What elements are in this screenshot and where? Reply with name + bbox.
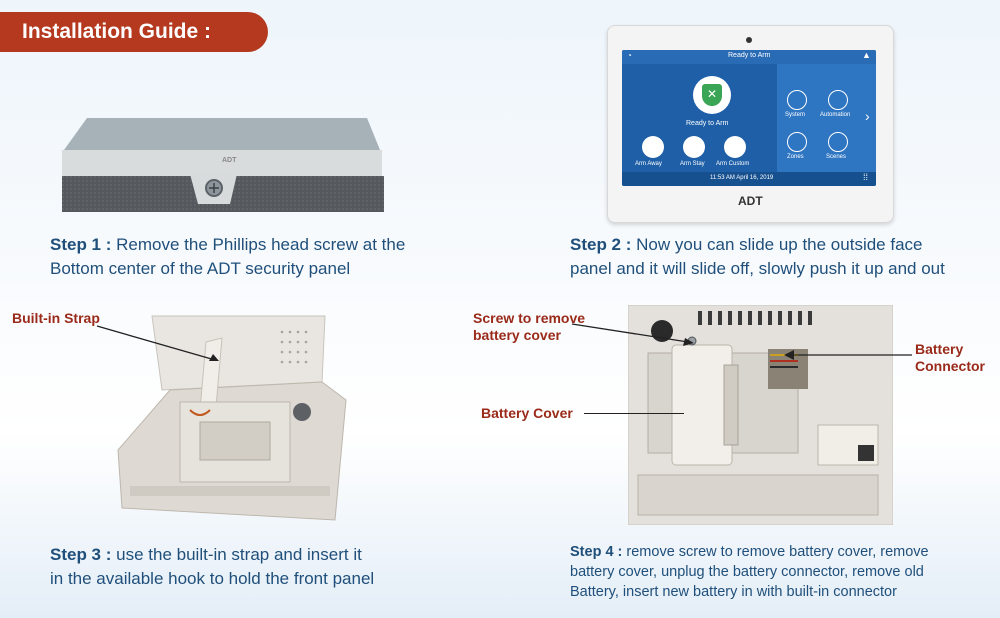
panel-bottom-brand: ADT: [222, 157, 237, 164]
screen-timestamp: 11:53 AM April 16, 2019: [710, 175, 774, 181]
panel-brand-logo: ADT: [738, 194, 763, 208]
step-3-line2: in the available hook to hold the front …: [50, 569, 375, 588]
shield-icon: ✕: [702, 84, 722, 106]
arm-away-button[interactable]: [642, 136, 664, 158]
step-4-line2: battery cover, unplug the battery connec…: [570, 564, 924, 580]
battery-cover-leader: [584, 413, 684, 414]
scenes-tile[interactable]: [828, 132, 848, 152]
scenes-tile-label: Scenes: [826, 154, 847, 160]
adt-panel-photo: ◔ Ready to Arm ▲ ✕ Ready to Arm Arm Away…: [607, 25, 894, 223]
step-3-line1: use the built-in strap and insert it: [116, 545, 362, 564]
step-4-text: Step 4 : remove screw to remove battery …: [570, 542, 995, 602]
automation-tile[interactable]: [828, 90, 848, 110]
built-in-strap-callout: Built-in Strap: [12, 310, 100, 326]
step-4-line3: Battery, insert new battery in with buil…: [570, 584, 897, 600]
connector-arrow: [784, 350, 912, 360]
battery-connector-line1: Battery: [915, 341, 964, 357]
step-1-label: Step 1 :: [50, 235, 112, 254]
screw-callout-line1: Screw to remove: [473, 310, 586, 326]
arm-custom-label: Arm Custom: [716, 161, 750, 167]
battery-connector-line2: Connector: [915, 358, 985, 374]
panel-screen: ◔ Ready to Arm ▲ ✕ Ready to Arm Arm Away…: [622, 50, 876, 186]
system-tile-label: System: [785, 112, 806, 118]
step-2-line2: panel and it will slide off, slowly push…: [570, 259, 945, 278]
warning-icon: ▲: [862, 50, 871, 60]
step-4-line1: remove screw to remove battery cover, re…: [626, 544, 929, 560]
ready-shield-button[interactable]: ✕: [693, 76, 731, 114]
panel-bottom-photo: ADT: [62, 118, 384, 212]
step-2-line1: Now you can slide up the outside face: [636, 235, 923, 254]
screw-callout-line2: battery cover: [473, 327, 561, 343]
step-1-text: Step 1 : Remove the Phillips head screw …: [50, 233, 480, 281]
arm-custom-button[interactable]: [724, 136, 746, 158]
wifi-icon: ◔: [627, 51, 632, 60]
battery-connector-callout: Battery Connector: [915, 341, 985, 375]
grid-icon[interactable]: ⁞⁞: [863, 172, 869, 182]
screen-center-label: Ready to Arm: [686, 120, 729, 127]
step-2-text: Step 2 : Now you can slide up the outsid…: [570, 233, 990, 281]
screen-status-title: Ready to Arm: [728, 52, 771, 59]
step-3-text: Step 3 : use the built-in strap and inse…: [50, 543, 480, 591]
screw-arrow: [571, 323, 694, 346]
step-1-line2: Bottom center of the ADT security panel: [50, 259, 351, 278]
chevron-right-icon[interactable]: ›: [865, 108, 870, 124]
screw-callout: Screw to remove battery cover: [473, 310, 585, 344]
camera-dot: [746, 37, 752, 43]
step-1-line1: Remove the Phillips head screw at the: [116, 235, 406, 254]
zones-tile-label: Zones: [787, 154, 804, 160]
battery-cover-callout: Battery Cover: [481, 405, 573, 421]
step-3-label: Step 3 :: [50, 545, 112, 564]
step-4-label: Step 4 :: [570, 544, 623, 560]
open-panel-strap-photo: [117, 315, 347, 521]
battery-compartment-photo: [628, 305, 893, 525]
arm-away-label: Arm Away: [635, 161, 662, 167]
arm-stay-button[interactable]: [683, 136, 705, 158]
page-title: Installation Guide :: [22, 20, 212, 43]
arm-stay-label: Arm Stay: [680, 161, 705, 167]
zones-tile[interactable]: [787, 132, 807, 152]
page-title-banner: Installation Guide :: [0, 12, 268, 52]
automation-tile-label: Automation: [820, 112, 851, 118]
strap-arrow: [96, 325, 219, 361]
system-tile[interactable]: [787, 90, 807, 110]
step-2-label: Step 2 :: [570, 235, 632, 254]
